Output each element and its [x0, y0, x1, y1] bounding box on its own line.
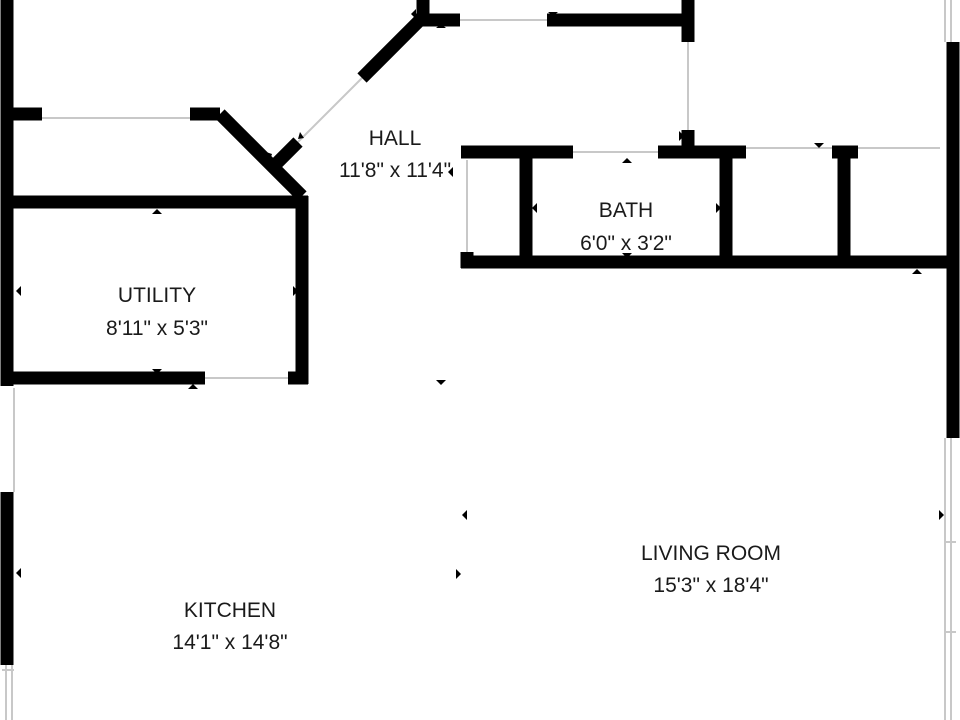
room-name-living-room: LIVING ROOM [641, 542, 781, 565]
room-labels: HALL 11'8" x 11'4" BATH 6'0" x 3'2" UTIL… [106, 127, 781, 654]
window-hall-diagonal [297, 77, 363, 143]
marker [293, 286, 298, 296]
marker [436, 380, 446, 385]
room-name-utility: UTILITY [118, 284, 196, 307]
marker [436, 24, 446, 28]
wall-hall-diagonal-lower [269, 137, 303, 171]
room-dims-hall: 11'8" x 11'4" [339, 159, 451, 182]
marker [622, 253, 632, 258]
marker [266, 152, 272, 160]
marker [188, 384, 198, 389]
marker [912, 269, 922, 274]
marker [411, 9, 416, 19]
marker [532, 203, 537, 213]
marker [16, 568, 21, 578]
marker [939, 510, 944, 520]
marker [152, 369, 162, 374]
marker [152, 209, 162, 214]
walls [0, 0, 960, 665]
marker [298, 132, 304, 139]
marker [448, 167, 453, 177]
room-dims-utility: 8'11" x 5'3" [106, 317, 208, 340]
marker [548, 12, 558, 16]
marker [679, 131, 684, 141]
markers [16, 9, 944, 579]
room-name-hall: HALL [369, 127, 422, 150]
room-dims-bath: 6'0" x 3'2" [580, 232, 672, 255]
room-dims-kitchen: 14'1" x 14'8" [172, 631, 287, 654]
marker [16, 286, 21, 296]
marker [814, 143, 824, 148]
marker [716, 203, 721, 213]
room-name-bath: BATH [599, 199, 653, 222]
marker [622, 158, 632, 163]
room-name-kitchen: KITCHEN [184, 599, 276, 622]
wall-upper-diagonal [215, 109, 307, 201]
marker [456, 569, 461, 579]
room-dims-living-room: 15'3" x 18'4" [653, 574, 768, 597]
marker [462, 510, 467, 520]
wall-hall-diagonal-upper [357, 15, 425, 83]
